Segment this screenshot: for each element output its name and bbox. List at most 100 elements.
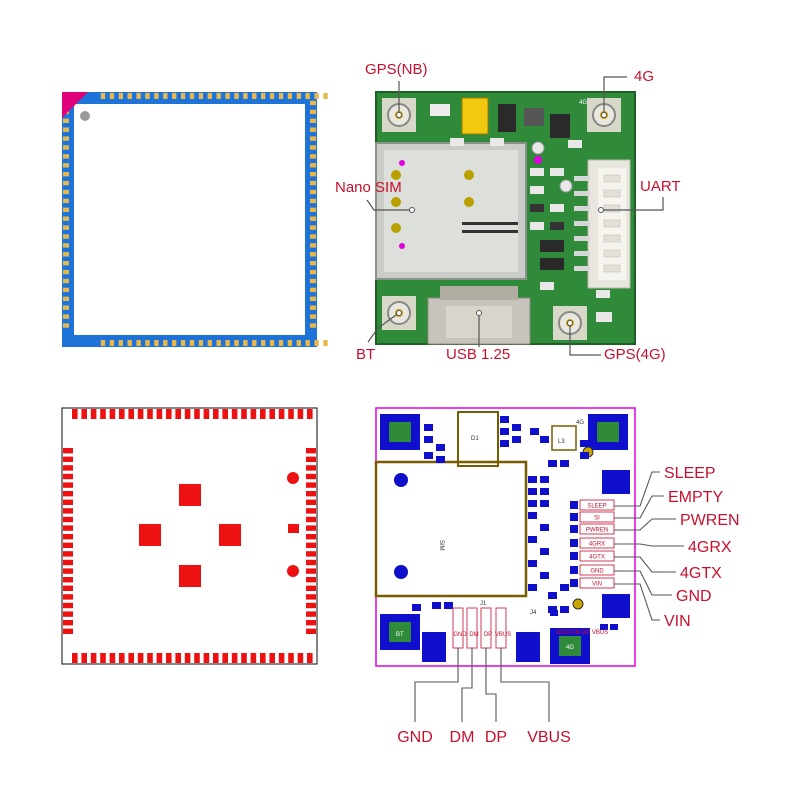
footprint-pad <box>63 499 73 505</box>
pad <box>198 340 204 346</box>
uart-pin <box>574 176 590 181</box>
footprint-pad <box>175 409 181 419</box>
footprint-pad <box>63 611 73 617</box>
footprint-pad <box>63 594 73 600</box>
footprint-pad <box>156 653 163 663</box>
footprint-pad <box>81 409 87 419</box>
usb-label-gnd: GND <box>397 729 433 746</box>
pad <box>310 136 316 141</box>
footprint-pad <box>307 409 313 419</box>
label-usb: USB 1.25 <box>446 346 510 363</box>
footprint-pad <box>100 409 106 419</box>
mount-pad-middle <box>288 524 299 533</box>
pad <box>310 278 316 284</box>
pad <box>216 93 221 99</box>
footprint-pad <box>63 508 73 514</box>
pin1-dot <box>80 111 90 121</box>
pin-label-sleep: SLEEP <box>664 465 716 482</box>
smd-pad <box>528 500 537 507</box>
pad <box>63 252 69 257</box>
label-gps-nb: GPS(NB) <box>365 61 428 78</box>
footprint-pad <box>63 568 73 574</box>
uart-pin <box>574 206 590 211</box>
top-callouts: GPS(NB) 4G Nano SIM UART BT USB 1.25 GPS… <box>335 61 681 363</box>
pad <box>323 93 328 99</box>
footprint-pad <box>166 409 172 419</box>
pad <box>252 340 257 346</box>
pad <box>100 93 106 99</box>
footprint-pad <box>288 653 294 663</box>
footprint-pads <box>63 409 316 663</box>
footprint-pad <box>137 653 144 663</box>
pad <box>310 154 316 159</box>
footprint-pad <box>63 551 73 557</box>
pad <box>63 127 69 132</box>
footprint-pad <box>137 409 144 419</box>
pad <box>63 305 69 310</box>
smd-pad <box>540 476 549 483</box>
usb-pin-silk: VBUS <box>495 632 511 638</box>
smd-pad <box>540 572 549 579</box>
smd-pad <box>528 512 537 519</box>
pad <box>310 305 316 310</box>
pad <box>261 340 266 346</box>
smd-pad <box>530 428 539 435</box>
svg-text:D1: D1 <box>471 436 479 442</box>
pad <box>296 340 301 346</box>
pin-leader-line <box>614 495 664 519</box>
pad <box>310 172 316 177</box>
smd-pad <box>560 460 569 467</box>
footprint-pad <box>63 602 73 609</box>
pin-silk-label: 4GTX <box>589 555 605 561</box>
footprint-pad <box>119 653 125 663</box>
center-pad-right <box>219 524 241 546</box>
label-4g: 4G <box>634 68 654 85</box>
footprint-pad <box>306 465 316 471</box>
antenna-pad-nb <box>380 414 420 450</box>
pin-leader-line <box>614 570 672 596</box>
uart-pin <box>574 191 590 196</box>
pad <box>100 340 106 346</box>
usb-pin-pad <box>452 607 464 649</box>
smd-pad <box>528 584 537 591</box>
pad <box>172 340 177 346</box>
label-bt: BT <box>356 346 375 363</box>
smd-pad <box>528 536 537 543</box>
svg-text:SIM: SIM <box>438 540 444 551</box>
uart-slot <box>603 174 621 183</box>
smd-pad <box>528 488 537 495</box>
label-nano-sim: Nano SIM <box>335 179 402 196</box>
footprint-pad <box>306 491 316 497</box>
usb-pin-pad <box>466 607 478 649</box>
smd-pad <box>548 606 557 613</box>
pad <box>310 323 316 328</box>
pin-label-gnd: GND <box>676 588 712 605</box>
usb-label-vbus: VBUS <box>527 729 571 746</box>
label-gps-4g: GPS(4G) <box>604 346 666 363</box>
footprint-pad <box>306 585 316 591</box>
pin-pad-marker <box>570 579 578 587</box>
footprint-pad <box>306 551 316 557</box>
smd-pad <box>540 500 549 507</box>
footprint-pad <box>241 653 247 663</box>
pin-pad <box>579 499 615 511</box>
pin-pad <box>579 537 615 549</box>
center-pad-bottom <box>179 565 201 587</box>
usb-label-dm: DM <box>450 729 475 746</box>
footprint-pad <box>250 409 257 419</box>
smd-pad <box>424 436 433 443</box>
svg-text:4G: 4G <box>566 645 574 651</box>
footprint-pad <box>100 653 106 663</box>
footprint-outline <box>61 407 318 665</box>
center-pad-left <box>139 524 161 546</box>
footprint-pad <box>269 409 275 419</box>
gps-module-top-view <box>62 92 328 347</box>
pad <box>310 207 316 212</box>
footprint-pad <box>63 465 73 471</box>
footprint-pad <box>119 409 125 419</box>
pad <box>163 93 168 99</box>
footprint-pad <box>184 409 191 419</box>
footprint-pad <box>175 653 181 663</box>
